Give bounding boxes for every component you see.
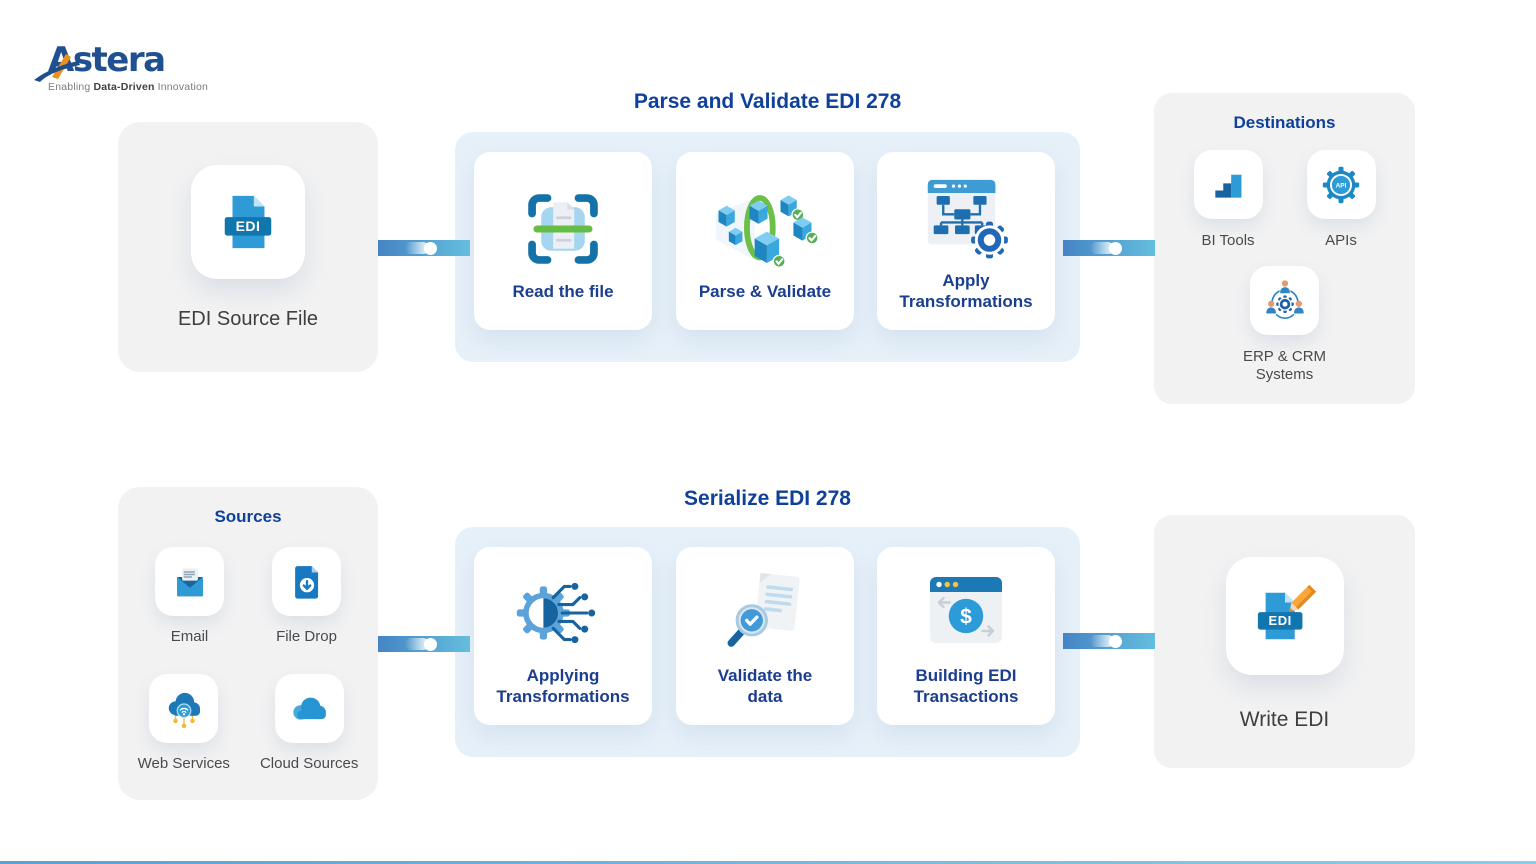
flow-trail	[405, 242, 429, 254]
svg-text:API: API	[1336, 182, 1347, 189]
source-cloud: Cloud Sources	[260, 674, 358, 773]
connector-sources-to-serialize	[378, 636, 470, 652]
sources-panel: Sources Email	[118, 487, 378, 800]
email-icon	[176, 567, 203, 596]
svg-text:$: $	[960, 606, 972, 629]
flow-trail	[1090, 242, 1114, 254]
flow-dot	[424, 241, 437, 255]
step-label-validate-data: Validate the data	[717, 666, 813, 706]
erp-crm-tile	[1250, 266, 1319, 335]
svg-text:EDI: EDI	[1268, 613, 1291, 628]
flowchart-gear-icon	[913, 169, 1019, 267]
edi-pencil-icon: EDI	[1257, 585, 1316, 640]
people-gear-icon	[1265, 280, 1304, 319]
web-services-tile	[149, 674, 219, 743]
flow-dot	[1109, 241, 1122, 255]
step-card-read-file: Read the file	[474, 152, 652, 330]
source-email: Email	[155, 547, 224, 646]
dollar-window-icon: $	[918, 564, 1014, 662]
cubes-ring-icon	[703, 180, 827, 278]
edi-source-file-label: EDI Source File	[177, 308, 319, 330]
destination-bi-tools: BI Tools	[1193, 150, 1263, 250]
step-label-building-edi: Building EDI Transactions	[913, 666, 1019, 706]
scan-document-icon	[518, 180, 608, 278]
write-edi-label: Write EDI	[1239, 708, 1330, 731]
step-card-applying-transformations: Applying Transformations	[474, 547, 652, 725]
edi-file-icon: EDI	[224, 195, 272, 249]
edi-file-tile: EDI	[191, 165, 305, 279]
file-drop-tile	[272, 547, 341, 616]
cloud-wifi-icon	[168, 692, 200, 728]
write-edi-card: EDI Write EDI	[1154, 515, 1415, 768]
top-flow-title: Parse and Validate EDI 278	[633, 90, 902, 113]
bar-chart-icon	[1215, 174, 1242, 198]
email-tile	[155, 547, 224, 616]
file-drop-label: File Drop	[276, 628, 337, 645]
cloud-sources-tile	[274, 674, 344, 743]
cloud-sources-label: Cloud Sources	[259, 755, 359, 772]
svg-text:EDI: EDI	[236, 218, 261, 234]
write-edi-tile: EDI	[1225, 557, 1344, 675]
astera-logo-text: Astera	[48, 40, 166, 80]
bi-tools-tile	[1193, 150, 1263, 219]
web-services-label: Web Services	[137, 755, 230, 772]
flow-dot	[424, 637, 437, 651]
connector-source-to-parse	[378, 240, 470, 256]
step-card-apply-transformations: Apply Transformations	[877, 152, 1055, 330]
email-label: Email	[170, 628, 209, 645]
bottom-flow-title: Serialize EDI 278	[684, 487, 851, 510]
magnifier-check-icon	[718, 564, 812, 662]
erp-crm-label: ERP & CRM Systems	[1242, 348, 1327, 383]
connector-parse-to-destinations	[1063, 240, 1155, 256]
step-label-parse-validate: Parse & Validate	[698, 281, 832, 301]
destinations-title: Destinations	[1233, 113, 1336, 132]
step-card-validate-data: Validate the data	[676, 547, 854, 725]
bottom-accent-line	[0, 861, 1536, 864]
astera-logo-mark: Astera	[34, 40, 166, 82]
flow-dot	[1109, 634, 1122, 648]
write-edi-endpoint: EDI Write EDI	[1154, 557, 1415, 732]
step-card-parse-validate: Parse & Validate	[676, 152, 854, 330]
destination-apis: API APIs	[1306, 150, 1376, 250]
edi-source-endpoint: EDI EDI Source File	[118, 165, 378, 331]
flow-trail	[1090, 635, 1114, 647]
apis-tile: API	[1306, 150, 1376, 219]
gear-circuit-icon	[507, 564, 619, 662]
apis-label: APIs	[1325, 232, 1357, 249]
flow-trail	[405, 638, 429, 650]
step-label-applying-transformations: Applying Transformations	[496, 666, 630, 706]
file-drop-icon	[294, 565, 318, 599]
bi-tools-label: BI Tools	[1201, 232, 1255, 249]
source-file-drop: File Drop	[272, 547, 341, 646]
step-label-read-file: Read the file	[512, 281, 614, 301]
step-label-apply-transformations: Apply Transformations	[899, 271, 1033, 311]
sources-title: Sources	[214, 507, 282, 526]
api-gear-icon: API	[1322, 166, 1360, 203]
cloud-icon	[293, 697, 327, 720]
edi-source-file-card: EDI EDI Source File	[118, 122, 378, 372]
destinations-panel: Destinations BI Tools	[1154, 93, 1415, 404]
connector-serialize-to-write	[1063, 633, 1155, 649]
source-web-services: Web Services	[138, 674, 230, 773]
destination-erp-crm: ERP & CRM Systems	[1230, 266, 1340, 384]
step-card-building-edi: $ Building EDI Transactions	[877, 547, 1055, 725]
